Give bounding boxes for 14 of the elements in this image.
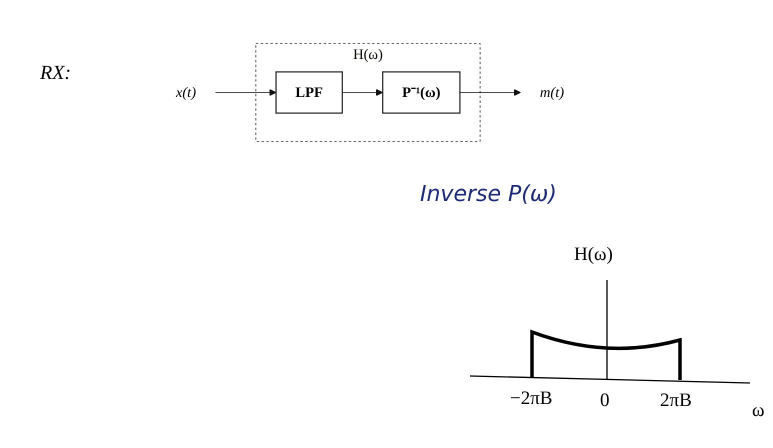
node-text: x(t) <box>176 84 196 100</box>
node-box: P⁻¹(ω) <box>382 71 460 114</box>
tick-label: 2πB <box>660 390 692 412</box>
axis-title: H(ω) <box>574 244 613 266</box>
axis-title: ω <box>752 400 765 422</box>
arrow <box>460 88 521 96</box>
node-text: m(t) <box>540 84 564 100</box>
receiver-label: RX: <box>40 62 72 85</box>
tick-label: 0 <box>600 390 610 412</box>
arrow <box>215 88 276 96</box>
handwritten-note: Inverse P(ω) <box>420 182 557 207</box>
arrow <box>342 88 384 96</box>
node-box: LPF <box>275 71 343 114</box>
tick-label: −2πB <box>510 388 552 410</box>
